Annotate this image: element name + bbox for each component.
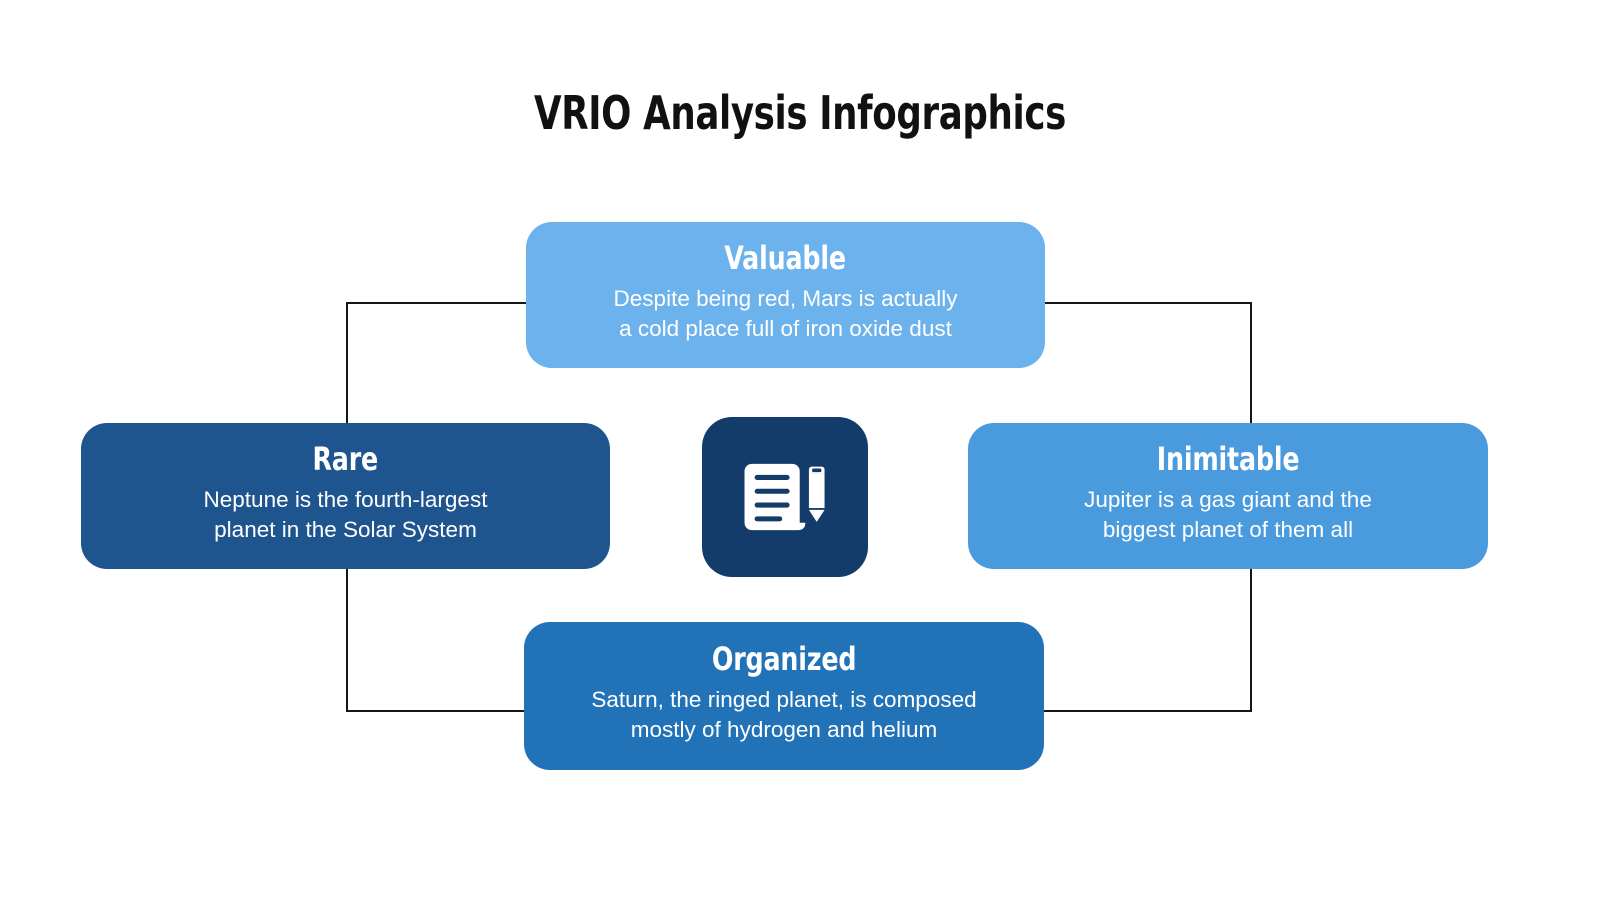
- card-inimitable-description-line1: Jupiter is a gas giant and the: [1084, 486, 1372, 512]
- card-rare-description-line1: Neptune is the fourth-largest: [203, 486, 488, 512]
- card-rare[interactable]: Rare Neptune is the fourth-largest plane…: [81, 423, 610, 569]
- document-pencil-icon: [739, 451, 831, 543]
- card-valuable-description-line1: Despite being red, Mars is actually: [613, 285, 958, 311]
- card-valuable-title: Valuable: [724, 239, 847, 278]
- card-valuable[interactable]: Valuable Despite being red, Mars is actu…: [526, 222, 1045, 368]
- card-valuable-description-line2: a cold place full of iron oxide dust: [619, 315, 952, 341]
- card-rare-title: Rare: [312, 440, 379, 479]
- card-inimitable[interactable]: Inimitable Jupiter is a gas giant and th…: [968, 423, 1488, 569]
- card-inimitable-description: Jupiter is a gas giant and the biggest p…: [1084, 485, 1372, 545]
- card-inimitable-title: Inimitable: [1156, 440, 1300, 479]
- card-inimitable-description-line2: biggest planet of them all: [1102, 516, 1354, 542]
- card-organized-description-line2: mostly of hydrogen and helium: [630, 716, 938, 742]
- card-organized-title: Organized: [711, 640, 857, 679]
- card-organized-description: Saturn, the ringed planet, is composed m…: [591, 685, 976, 745]
- card-rare-description-line2: planet in the Solar System: [214, 516, 477, 542]
- card-organized[interactable]: Organized Saturn, the ringed planet, is …: [524, 622, 1044, 770]
- card-valuable-description: Despite being red, Mars is actually a co…: [614, 284, 958, 344]
- card-organized-description-line1: Saturn, the ringed planet, is composed: [591, 686, 977, 712]
- card-rare-description: Neptune is the fourth-largest planet in …: [204, 485, 488, 545]
- page-title: VRIO Analysis Infographics: [534, 86, 1066, 140]
- center-icon-tile[interactable]: [702, 417, 868, 577]
